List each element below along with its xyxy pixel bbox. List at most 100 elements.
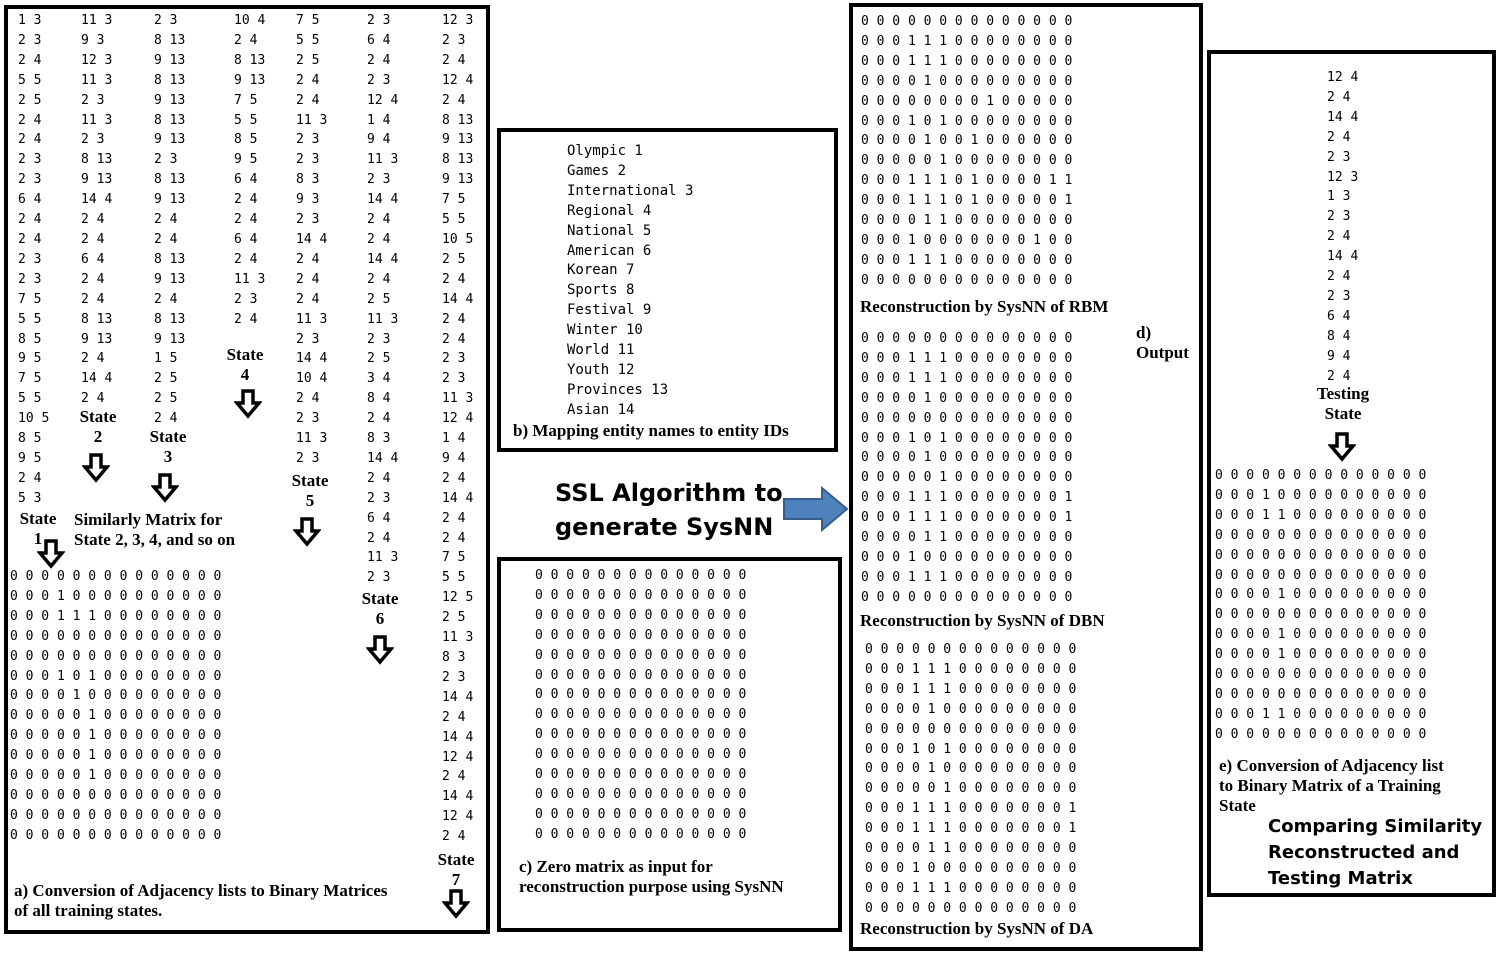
adjacency-entry: 12 4 — [442, 809, 474, 825]
testing-adjacency-list: 12 4 2 4 14 4 2 4 2 3 12 3 1 3 2 3 2 4 1… — [1327, 70, 1359, 384]
adjacency-entry: 9 13 — [442, 132, 474, 148]
adjacency-entry: 9 13 — [81, 172, 113, 188]
adjacency-entry: 2 5 — [154, 391, 178, 407]
adjacency-entry: 12 3 — [442, 13, 474, 28]
adjacency-entry: 5 5 — [18, 311, 42, 327]
adjacency-entry: 5 5 — [442, 212, 466, 228]
adjacency-entry: 11 3 — [234, 271, 266, 287]
adjacency-entry: 2 4 — [296, 391, 320, 407]
adjacency-entry: 2 4 — [367, 212, 391, 228]
adjacency-entry: 2 4 — [367, 271, 391, 287]
down-arrow-icon — [1328, 432, 1356, 462]
adjacency-entry: 2 3 — [154, 152, 178, 168]
adjacency-entry: 12 4 — [442, 749, 474, 765]
adjacency-entry: 9 13 — [234, 72, 266, 88]
adjacency-entry: 9 13 — [154, 331, 186, 347]
adjacency-entry: 2 3 — [234, 291, 258, 307]
adjacency-entry: 2 4 — [442, 470, 466, 486]
down-arrow-icon — [234, 389, 262, 419]
down-arrow-icon — [442, 889, 470, 919]
adjacency-list-state-3: 2 3 8 13 9 13 8 13 9 13 8 13 9 13 2 3 8 13 9 13 2 … — [154, 11, 185, 429]
adjacency-entry: 10 5 — [442, 231, 474, 247]
adjacency-entry: 2 4 — [18, 132, 42, 148]
adjacency-entry: 14 4 — [296, 231, 328, 247]
adjacency-entry: 2 4 — [234, 192, 258, 208]
adjacency-entry: 2 3 — [154, 13, 178, 28]
adjacency-entry: 5 5 — [442, 570, 466, 586]
adjacency-entry: 2 5 — [154, 371, 178, 387]
adjacency-entry: 10 5 — [18, 411, 50, 427]
adjacency-entry: 1 5 — [154, 351, 178, 367]
adjacency-entry: 2 4 — [442, 331, 466, 347]
adjacency-entry: 7 5 — [18, 371, 42, 387]
adjacency-entry: 2 5 — [296, 52, 320, 68]
adjacency-entry: 12 3 — [81, 52, 113, 68]
adjacency-entry: 8 13 — [81, 152, 113, 168]
adjacency-entry: 2 4 — [154, 411, 178, 427]
adjacency-entry: 14 4 — [367, 450, 399, 466]
adjacency-entry: 9 13 — [154, 271, 186, 287]
adjacency-entry: 14 4 — [81, 371, 113, 387]
adjacency-entry: 7 5 — [234, 92, 258, 108]
adjacency-entry: 2 4 — [296, 291, 320, 307]
adjacency-entry: 9 13 — [81, 331, 113, 347]
adjacency-entry: 2 3 — [367, 172, 391, 188]
adjacency-entry: 2 4 — [296, 251, 320, 267]
adjacency-entry: 14 4 — [442, 291, 474, 307]
adjacency-entry: 2 4 — [442, 52, 466, 68]
adjacency-entry: 6 4 — [81, 251, 105, 267]
adjacency-entry: 5 5 — [18, 391, 42, 407]
adjacency-entry: 8 13 — [154, 311, 186, 327]
rbm-reconstruction-matrix: 0 0 0 0 0 0 0 0 0 0 0 0 0 0 0 0 0 1 1 1 … — [861, 14, 1073, 288]
adjacency-entry: 11 3 — [442, 630, 474, 646]
adjacency-entry: 2 4 — [18, 470, 42, 486]
adjacency-entry: 8 13 — [154, 32, 186, 48]
adjacency-entry: 2 3 — [296, 132, 320, 148]
panel-b-caption: b) Mapping entity names to entity IDs — [513, 421, 789, 440]
adjacency-entry: 14 4 — [442, 689, 474, 705]
adjacency-entry: 2 5 — [442, 610, 466, 626]
adjacency-entry: 5 5 — [234, 112, 258, 128]
adjacency-entry: 11 3 — [296, 311, 328, 327]
adjacency-entry: 14 4 — [367, 192, 399, 208]
adjacency-entry: 8 3 — [296, 172, 320, 188]
da-reconstruction-matrix: 0 0 0 0 0 0 0 0 0 0 0 0 0 0 0 0 0 1 1 1 … — [865, 642, 1077, 916]
adjacency-entry: 9 3 — [296, 192, 320, 208]
adjacency-entry: 11 3 — [81, 13, 113, 28]
adjacency-entry: 5 5 — [18, 72, 42, 88]
adjacency-entry: 14 4 — [442, 789, 474, 805]
testing-binary-matrix: 0 0 0 0 0 0 0 0 0 0 0 0 0 0 0 0 0 1 0 0 … — [1215, 468, 1427, 742]
adjacency-entry: 9 13 — [154, 192, 186, 208]
adjacency-entry: 1 3 — [18, 13, 42, 28]
adjacency-entry: 11 3 — [367, 550, 399, 566]
adjacency-entry: 9 13 — [154, 92, 186, 108]
adjacency-entry: 8 13 — [154, 112, 186, 128]
adjacency-entry: 14 4 — [442, 729, 474, 745]
adjacency-entry: 2 4 — [442, 311, 466, 327]
adjacency-entry: 8 13 — [154, 251, 186, 267]
adjacency-entry: 3 4 — [367, 371, 391, 387]
adjacency-entry: 2 4 — [81, 291, 105, 307]
adjacency-entry: 2 3 — [442, 371, 466, 387]
adjacency-entry: 8 4 — [367, 391, 391, 407]
down-arrow-icon — [293, 517, 321, 547]
adjacency-entry: 2 4 — [234, 32, 258, 48]
adjacency-entry: 2 4 — [442, 530, 466, 546]
adjacency-entry: 8 13 — [154, 172, 186, 188]
adjacency-entry: 8 13 — [234, 52, 266, 68]
adjacency-entry: 12 4 — [442, 411, 474, 427]
adjacency-entry: 2 4 — [442, 829, 466, 845]
adjacency-entry: 2 3 — [296, 331, 320, 347]
adjacency-entry: 2 4 — [442, 92, 466, 108]
adjacency-entry: 8 13 — [81, 311, 113, 327]
da-caption: Reconstruction by SysNN of DA — [860, 919, 1094, 938]
panel-d-output: 0 0 0 0 0 0 0 0 0 0 0 0 0 0 0 0 0 1 1 1 … — [849, 3, 1203, 951]
